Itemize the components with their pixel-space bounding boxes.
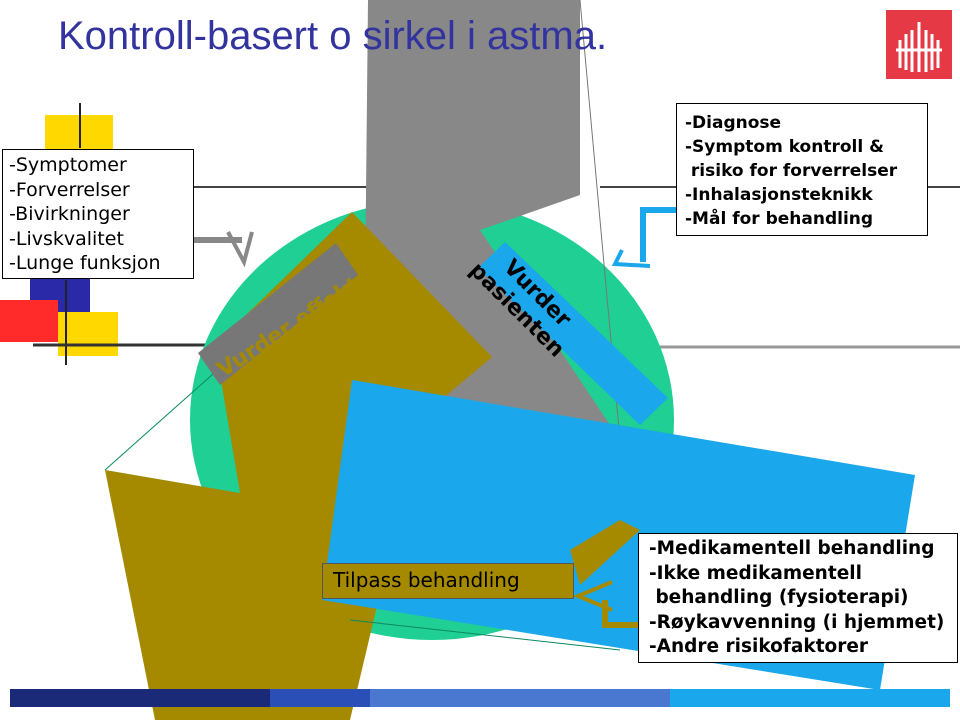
footer-stripe-2 — [270, 689, 370, 707]
yellow-square-small — [58, 312, 118, 356]
diagnosis-box: -Diagnose -Symptom kontroll & risiko for… — [676, 103, 928, 236]
diagnosis-item: -Symptom kontroll & — [685, 137, 884, 157]
assess-item: -Symptomer — [9, 154, 127, 176]
logo-icon — [896, 22, 942, 72]
pasient-band — [478, 242, 668, 425]
logo — [886, 10, 952, 79]
page-title: Kontroll-basert o sirkel i astma. — [58, 14, 608, 58]
treatment-item: -Medikamentell behandling — [649, 538, 935, 559]
treatment-item: -Andre risikofaktorer — [649, 636, 869, 657]
footer-stripe-4 — [670, 689, 950, 707]
olive-arrow-edge-2 — [349, 619, 621, 651]
diagnosis-item: -Inhalasjonsteknikk — [685, 185, 873, 205]
treatment-item: -Røykavvenning (i hjemmet) — [649, 611, 945, 633]
bracket-right — [640, 207, 676, 262]
label-tilpass-behandling: Tilpass behandling — [322, 563, 574, 599]
assess-item: -Livskvalitet — [9, 227, 124, 250]
assess-item: -Forverrelser — [9, 178, 130, 201]
footer-stripe-1 — [10, 689, 270, 707]
bracket-right-tip — [611, 249, 651, 268]
bracket-bottom-tip — [572, 580, 613, 612]
treatment-item: behandling (fysioterapi) — [649, 587, 909, 608]
assess-outcomes-box: -Symptomer -Forverrelser -Bivirkninger -… — [2, 149, 194, 279]
olive-arrow — [105, 212, 492, 720]
diagnosis-item: risiko for forverrelser — [685, 161, 898, 181]
treatment-item: -Ikke medikamentell — [649, 562, 862, 584]
assess-item: -Bivirkninger — [9, 203, 130, 225]
treatment-box: -Medikamentell behandling -Ikke medikame… — [638, 533, 958, 663]
olive-small-arrow — [570, 520, 640, 585]
footer-stripe-3 — [370, 689, 670, 707]
effekt-band — [198, 243, 358, 385]
assess-item: -Lunge funksjon — [9, 252, 161, 274]
bracket-left — [188, 205, 242, 243]
diagnosis-item: -Mål for behandling — [685, 209, 874, 229]
diagnosis-item: -Diagnose — [685, 113, 782, 133]
bracket-left-tip — [226, 231, 254, 268]
red-square — [0, 300, 58, 342]
